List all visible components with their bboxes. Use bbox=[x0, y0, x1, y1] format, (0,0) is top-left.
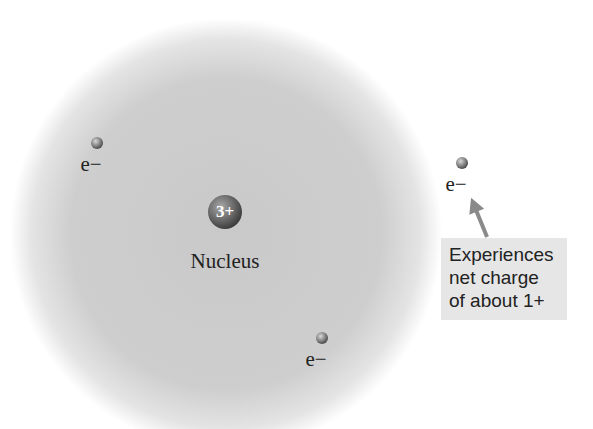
nucleus: 3+ Nucleus bbox=[175, 195, 275, 273]
callout-box: Experiences net charge of about 1+ bbox=[441, 238, 567, 320]
electron-label: e− bbox=[442, 174, 470, 195]
electron-label: e− bbox=[77, 154, 105, 175]
nucleus-charge: 3+ bbox=[175, 195, 275, 229]
nucleus-label: Nucleus bbox=[175, 250, 275, 273]
callout-text: Experiences net charge of about 1+ bbox=[449, 243, 559, 313]
pointer-arrow bbox=[469, 198, 487, 237]
electron-label: e− bbox=[302, 349, 330, 370]
electron: e− bbox=[83, 136, 111, 175]
electron-ball bbox=[448, 156, 476, 170]
electron-ball bbox=[308, 331, 336, 345]
cloud-shape bbox=[10, 18, 442, 429]
electron: e− bbox=[448, 156, 476, 195]
electron-ball bbox=[83, 136, 111, 150]
electron: e− bbox=[308, 331, 336, 370]
